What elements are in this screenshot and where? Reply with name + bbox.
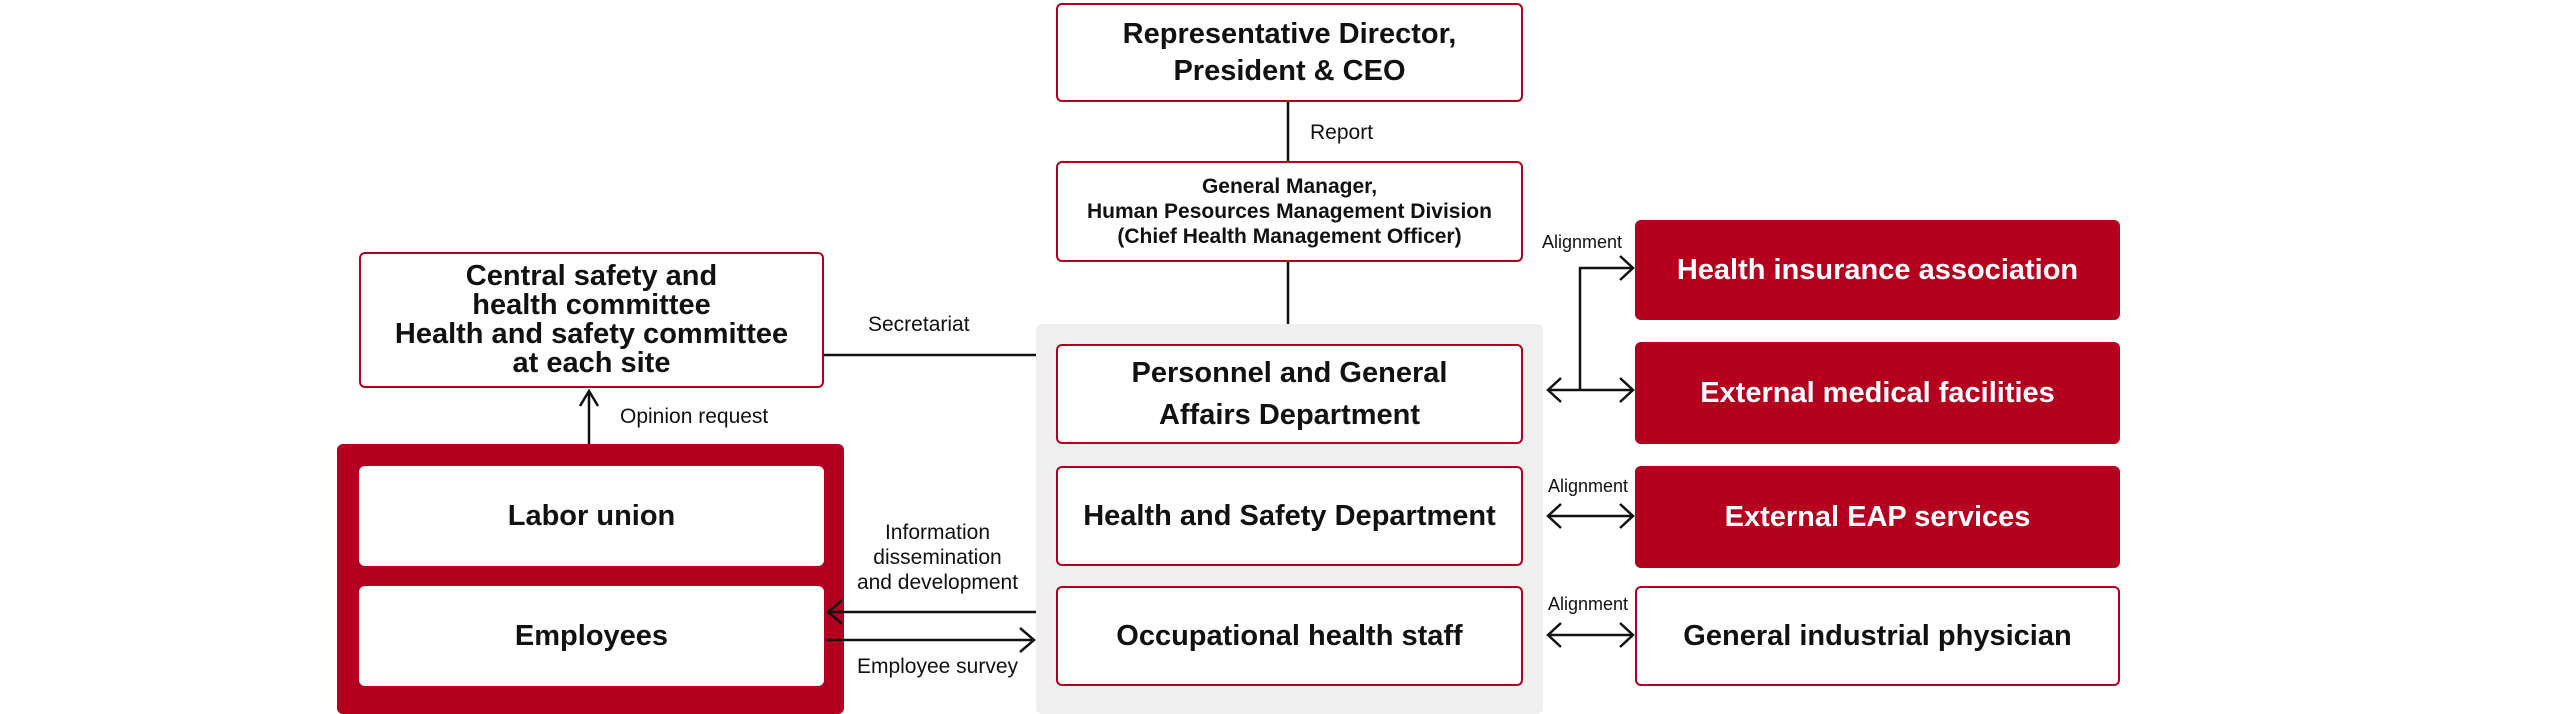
- labor-union-box: Labor union: [359, 466, 824, 566]
- health-safety-box: Health and Safety Department: [1056, 466, 1523, 566]
- medical-box: External medical facilities: [1635, 342, 2120, 444]
- alignment-label-3: Alignment: [1548, 594, 1629, 614]
- ceo-box: Representative Director, President & CEO: [1056, 3, 1523, 102]
- opinion-label: Opinion request: [620, 405, 769, 428]
- survey-label: Employee survey: [856, 655, 1019, 678]
- alignment-label-2: Alignment: [1548, 476, 1629, 496]
- physician-box: General industrial physician: [1635, 586, 2120, 686]
- alignment-label-1: Alignment: [1542, 232, 1623, 252]
- gm-box: General Manager, Human Pesources Managem…: [1056, 161, 1523, 262]
- personnel-box: Personnel and General Affairs Department: [1056, 344, 1523, 444]
- employees-box: Employees: [359, 586, 824, 686]
- committee-box: Central safety and health committee Heal…: [359, 252, 824, 388]
- report-label: Report: [1310, 121, 1374, 144]
- health-insurance-box: Health insurance association: [1635, 220, 2120, 320]
- info-label: Information dissemination and developmen…: [856, 521, 1019, 595]
- secretariat-label: Secretariat: [868, 313, 970, 336]
- alignment-bracket: [1578, 266, 1633, 390]
- eap-box: External EAP services: [1635, 466, 2120, 568]
- occupational-box: Occupational health staff: [1056, 586, 1523, 686]
